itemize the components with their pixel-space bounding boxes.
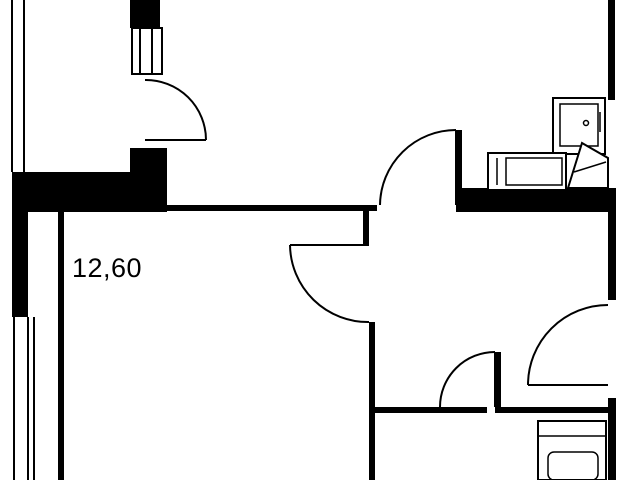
partition-bath-top: [375, 407, 487, 413]
wall-top-stub: [130, 0, 160, 28]
kitchen-fixtures: [487, 97, 609, 191]
partition-top-corridor: [167, 205, 377, 211]
door-swing-icon: [527, 304, 609, 386]
partition-corridor-vertical-top: [363, 211, 369, 245]
window-icon: [13, 317, 35, 480]
door-swing-icon: [379, 129, 457, 206]
wall-right-upper: [608, 0, 615, 100]
wall-right-mid: [608, 188, 616, 300]
kitchen-corner-counter: [566, 141, 609, 189]
wall-right-lower: [608, 398, 616, 480]
door-swing-icon: [289, 244, 370, 324]
wall-upper-column: [130, 148, 167, 212]
partition-bath-top-right: [501, 407, 608, 413]
room-area-label: 12,60: [72, 253, 143, 283]
kitchen-stove-icon: [487, 152, 567, 191]
bathtub-icon: [537, 420, 607, 480]
partition-kitchen-door-jamb: [456, 130, 462, 212]
doors: [144, 78, 609, 408]
partition-bath-vertical: [495, 352, 501, 413]
door-swing-icon: [439, 351, 496, 408]
windows: [11, 0, 163, 480]
window-icon: [131, 27, 163, 75]
door-swing-icon: [144, 78, 207, 141]
structural-walls: [12, 0, 616, 480]
partition-left-room-top: [58, 211, 64, 480]
partition-corridor-vertical: [369, 322, 375, 480]
kitchen-sink-icon: [552, 97, 606, 155]
window-icon: [11, 0, 25, 172]
wall-kitchen-bottom: [462, 188, 616, 212]
partition-walls: [58, 130, 608, 480]
